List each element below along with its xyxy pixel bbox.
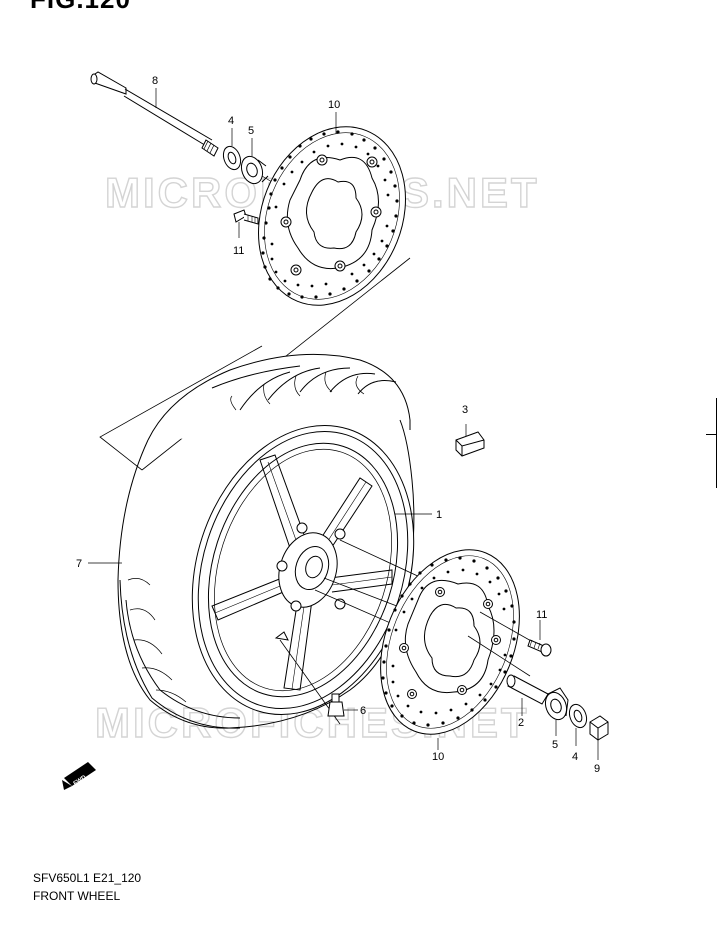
- callout-5-top: 5: [248, 125, 254, 137]
- axle-part-8: [90, 71, 219, 157]
- callout-2: 2: [518, 717, 524, 729]
- spacer-part-4-bottom: [568, 703, 588, 746]
- spacer-part-4-top: [222, 145, 242, 171]
- bolt-part-11-top: [233, 209, 259, 238]
- figure-title: FIG.120: [30, 0, 131, 15]
- callout-10-bottom: 10: [432, 751, 444, 763]
- bearing-part-5-top: [240, 155, 269, 185]
- callout-9: 9: [594, 763, 600, 775]
- callout-11-top: 11: [233, 245, 244, 257]
- edge-mark-tick: [706, 434, 717, 435]
- figure-name: FRONT WHEEL: [33, 889, 121, 903]
- callout-4-top: 4: [228, 115, 234, 127]
- tire-part-7: [117, 353, 415, 729]
- callout-6: 6: [360, 705, 366, 717]
- spacer-tube-part-2: [506, 674, 549, 716]
- callout-10-top: 10: [328, 99, 340, 111]
- wheel-rim-part-1: [191, 424, 415, 716]
- bolt-part-11-bottom: [527, 620, 552, 657]
- forward-direction-badge: FWD: [62, 762, 96, 790]
- bearing-part-5-bottom: [544, 687, 569, 736]
- edge-mark-vertical: [716, 398, 717, 488]
- callout-8: 8: [152, 75, 158, 87]
- valve-part-6: [327, 693, 358, 717]
- callout-3: 3: [462, 404, 468, 416]
- callout-11-bottom: 11: [536, 609, 547, 621]
- callout-1: 1: [436, 509, 442, 521]
- balance-weight-part-3: [455, 424, 485, 457]
- brake-disc-part-10-top: [258, 126, 406, 306]
- axle-nut-part-9: [589, 715, 609, 760]
- callout-4-bottom: 4: [572, 751, 578, 763]
- figure-code: SFV650L1 E21_120: [33, 871, 142, 885]
- callout-7: 7: [76, 558, 82, 570]
- brake-disc-part-10-bottom: [380, 549, 520, 735]
- callout-5-bottom: 5: [552, 739, 558, 751]
